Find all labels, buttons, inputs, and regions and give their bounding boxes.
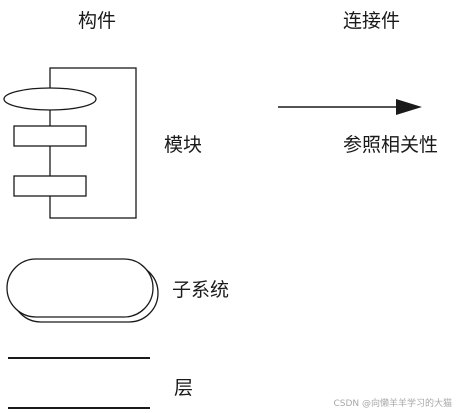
- subsystem-symbol: [6, 258, 159, 323]
- module-label: 模块: [164, 134, 203, 156]
- layer-label: 层: [174, 377, 194, 399]
- connector-title: 连接件: [343, 10, 401, 32]
- reference-label: 参照相关性: [343, 134, 439, 156]
- module-symbol: [3, 67, 137, 219]
- component-title: 构件: [78, 10, 117, 32]
- layer-symbol: [8, 357, 150, 409]
- subsystem-label: 子系统: [172, 279, 230, 301]
- subsystem-body: [6, 258, 154, 318]
- module-port-lower: [13, 175, 87, 197]
- reference-arrow: [278, 99, 422, 115]
- reference-arrow-head: [396, 99, 422, 115]
- module-interface-ellipse: [3, 87, 97, 111]
- watermark: CSDN @向懒羊羊学习的大猫: [333, 399, 452, 409]
- module-port-upper: [13, 125, 87, 147]
